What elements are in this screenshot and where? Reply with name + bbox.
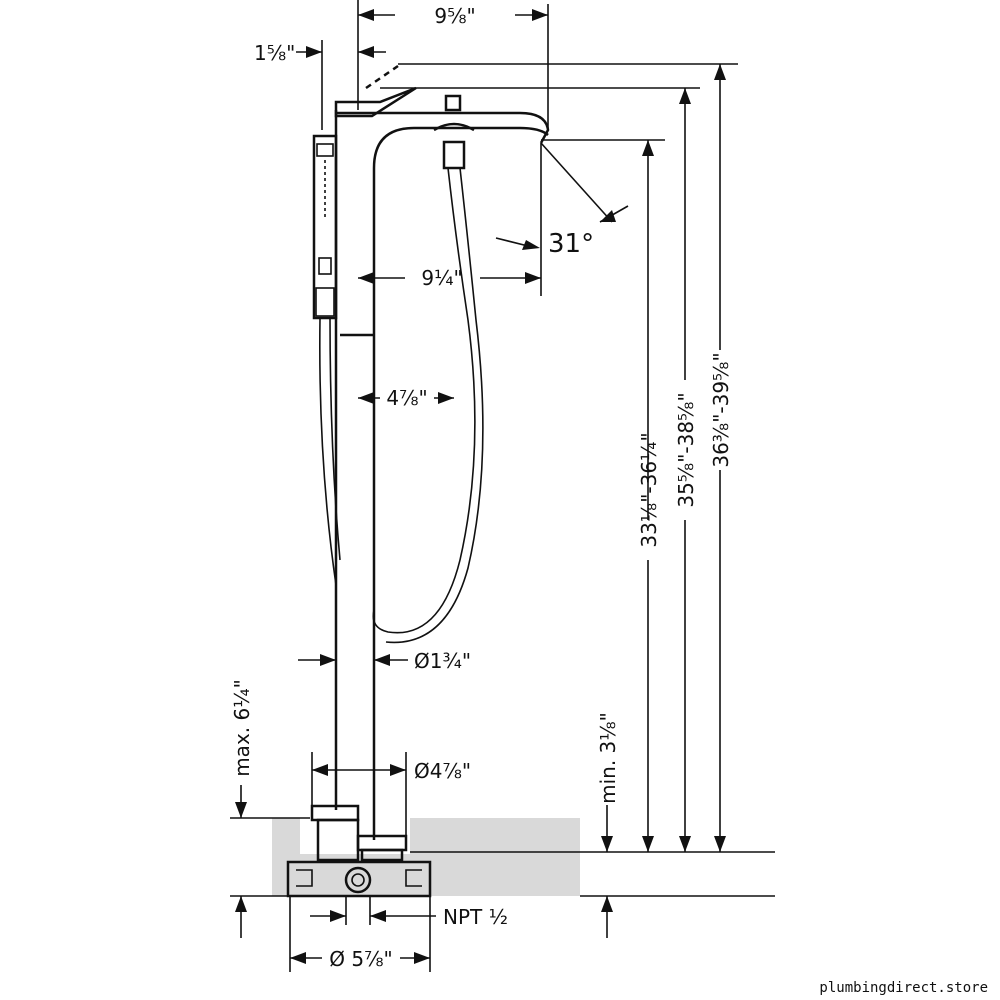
dim-hose-offset (358, 392, 454, 404)
label-inner-reach: 9¼" (421, 266, 462, 290)
label-base-diameter: Ø4⅞" (414, 759, 471, 783)
label-total-height: 36⅜"-39⅝" (709, 352, 733, 467)
dim-spout-angle (495, 142, 629, 296)
label-thread: NPT ½ (443, 905, 508, 929)
label-spout-angle: 31° (548, 229, 594, 259)
dim-valve-height (380, 87, 700, 852)
label-flange-diameter: Ø 5⅞" (329, 947, 392, 971)
label-max-depth: max. 6¼" (230, 679, 254, 777)
label-spout-height: 33⅛"-36¼" (637, 432, 661, 547)
hand-shower-hose (319, 167, 484, 644)
dim-base-diameter (311, 752, 407, 836)
hand-shower (312, 134, 338, 320)
label-min-depth: min. 3⅛" (596, 712, 620, 804)
hose-connector (433, 94, 475, 170)
dim-max-depth (230, 785, 310, 938)
dim-inner-reach (358, 272, 541, 284)
label-body-offset: 1⅝" (254, 41, 295, 65)
dim-body-offset (296, 40, 386, 130)
dim-total-height (398, 63, 738, 852)
dim-flange-diameter (289, 896, 431, 972)
dim-thread (310, 896, 436, 925)
watermark: plumbingdirect.store (819, 980, 988, 996)
dim-column-diameter (298, 654, 408, 666)
label-valve-height: 35⅝"-38⅝" (674, 392, 698, 507)
lever-handle (334, 64, 417, 118)
dim-spout-height (541, 139, 665, 852)
label-column-diameter: Ø1¾" (414, 649, 471, 673)
faucet-spout (336, 111, 550, 335)
faucet-column (334, 0, 376, 840)
dim-spout-reach (358, 4, 549, 128)
label-hose-offset: 4⅞" (386, 386, 427, 410)
dim-min-depth (410, 805, 775, 938)
label-spout-reach: 9⅝" (434, 4, 475, 28)
